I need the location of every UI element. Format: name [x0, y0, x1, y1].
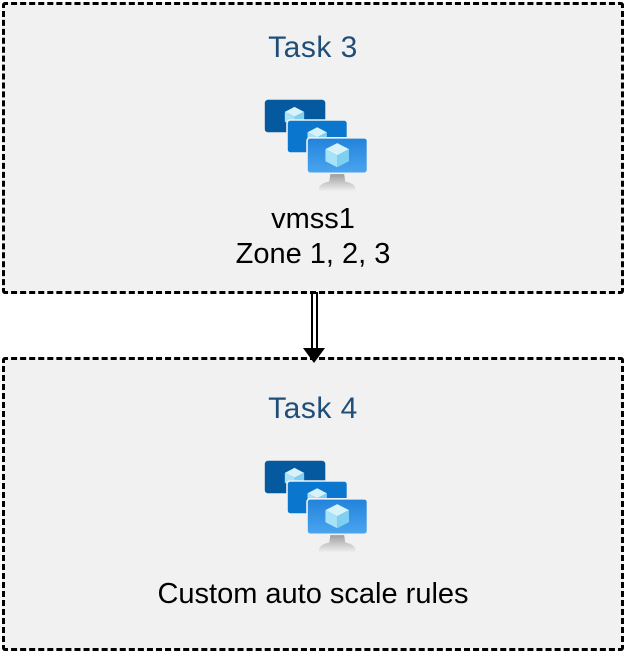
caption-line: vmss1	[271, 203, 355, 235]
task4-title: Task 4	[268, 392, 358, 425]
task3-title: Task 3	[268, 31, 358, 64]
task4-box: Task 4 Custom auto scale rules	[2, 357, 624, 651]
caption-line: Custom auto scale rules	[157, 578, 469, 610]
task4-caption: Custom auto scale rules	[157, 577, 468, 612]
vm-scale-set-icon	[264, 460, 368, 553]
caption-line: Zone 1, 2, 3	[235, 238, 391, 270]
arrow-down-icon	[303, 348, 325, 363]
task3-box: Task 3 vmss1 Zone 1, 2, 3	[2, 2, 624, 294]
task3-caption: vmss1 Zone 1, 2, 3	[236, 202, 391, 272]
flow-arrow-shaft	[311, 292, 318, 350]
vm-scale-set-icon	[264, 99, 368, 192]
